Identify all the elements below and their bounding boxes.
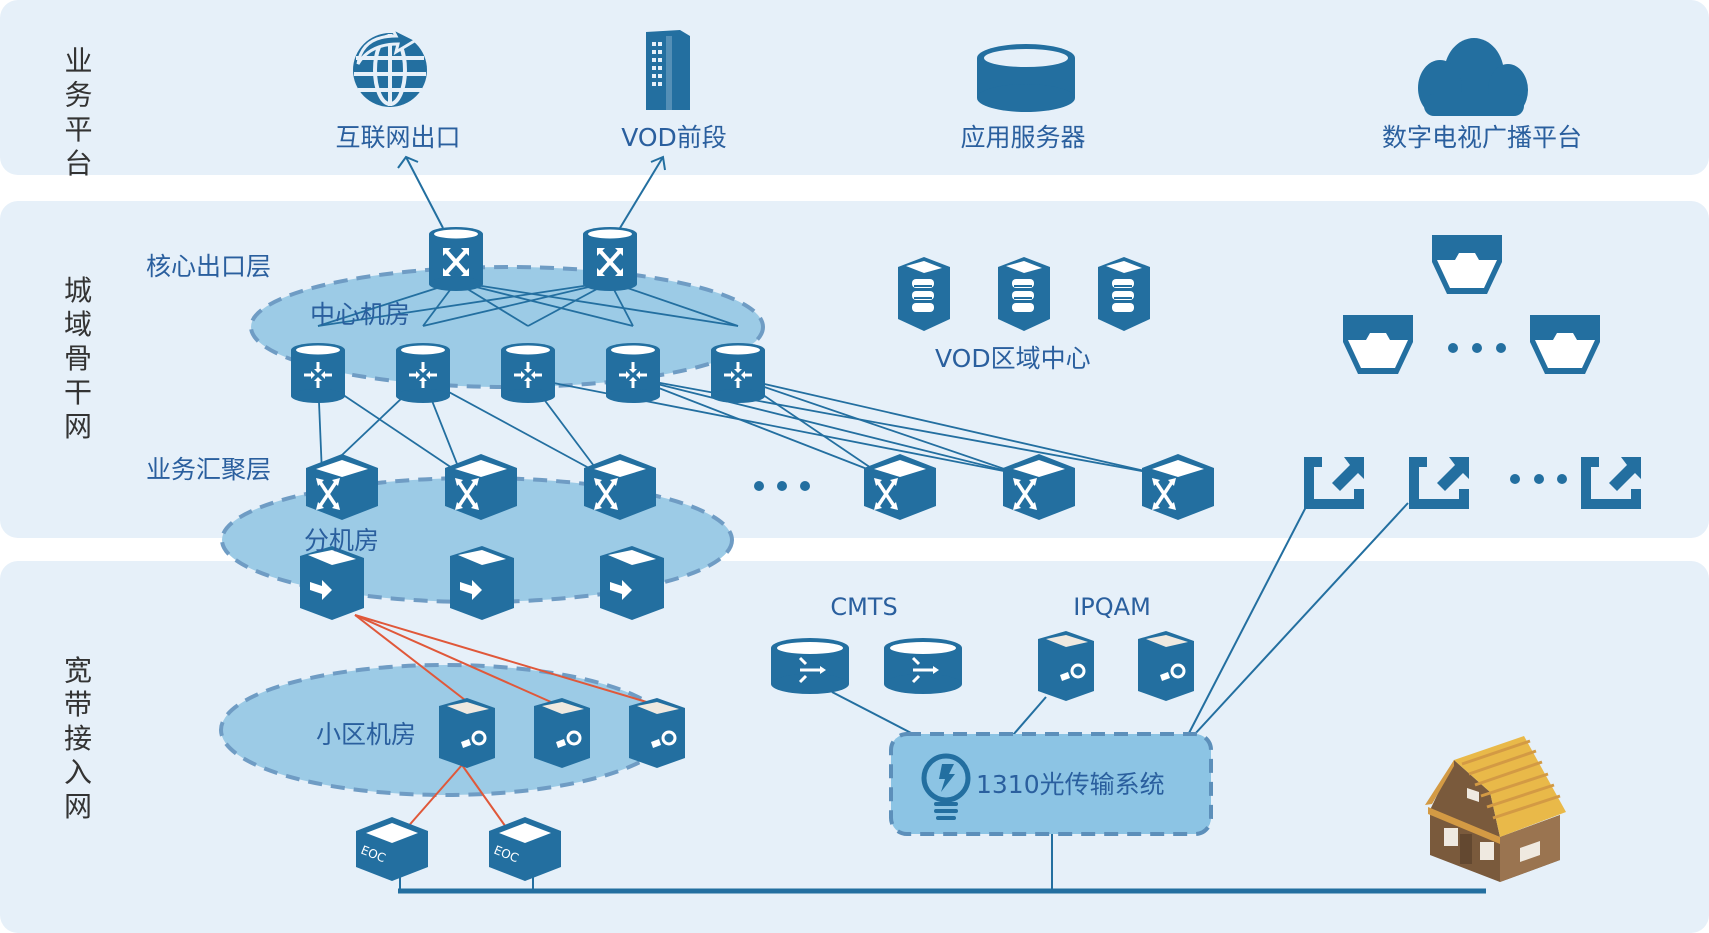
core-router-icon — [427, 225, 485, 293]
layer-title-char: 接 — [64, 722, 92, 755]
house-icon — [1425, 736, 1566, 882]
access-links — [399, 502, 1409, 890]
cloud-icon — [1418, 38, 1528, 116]
ipqam-icon — [1136, 629, 1196, 703]
export-ellipsis — [1510, 474, 1567, 484]
branch-router-icon — [450, 546, 514, 620]
aggregation-switch-icon — [862, 452, 938, 522]
core-router-icon — [581, 225, 639, 293]
vod-server-icon — [898, 257, 950, 331]
layer-title-char: 台 — [61, 148, 94, 176]
ipqam-icon — [1036, 629, 1096, 703]
layer-title-char: 干 — [64, 376, 92, 409]
ipqam-label: IPQAM — [1073, 593, 1151, 621]
layer-title-char: 网 — [64, 790, 92, 823]
aggregation-switch-icon — [1140, 452, 1216, 522]
optical-system-label: 1310光传输系统 — [976, 770, 1165, 799]
layer-title-char: 入 — [64, 756, 92, 789]
link-line — [632, 377, 1020, 475]
layer-title-char: 网 — [64, 410, 92, 443]
layer-title-char: 域 — [64, 308, 92, 341]
branch-router-icon — [300, 546, 364, 620]
vod-region-label: VOD区域中心 — [935, 344, 1091, 373]
link-line — [317, 281, 611, 327]
globe-icon — [353, 24, 427, 107]
service-label-vod-frontend: VOD前段 — [621, 123, 727, 152]
aggregation-layer-label: 业务汇聚层 — [146, 455, 271, 484]
link-line — [455, 281, 739, 327]
distribution-router-icon — [394, 341, 452, 405]
layer-title-char: 平 — [61, 114, 94, 142]
broadcast-ellipsis — [1448, 343, 1506, 353]
aggregation-switch-icon — [582, 452, 658, 522]
database-icon — [977, 44, 1075, 112]
community-node-icon — [532, 696, 592, 770]
cmts-icon — [769, 636, 851, 696]
distribution-router-icon — [289, 341, 347, 405]
service-label-dtv-broadcast: 数字电视广播平台 — [1382, 123, 1582, 152]
layer-title-char: 务 — [61, 80, 94, 108]
distribution-router-icon — [604, 341, 662, 405]
aggregation-ellipsis — [754, 481, 810, 491]
community-node-icon — [627, 696, 687, 770]
cmts-label: CMTS — [830, 593, 897, 621]
eoc-device: EOC — [356, 817, 428, 881]
vod-server-icon — [1098, 257, 1150, 331]
uplink-arrows — [397, 155, 666, 229]
layer-title-char: 城 — [64, 274, 92, 307]
service-label-internet-exit: 互联网出口 — [335, 123, 460, 152]
link-line — [609, 281, 739, 327]
aggregation-switch-icon — [443, 452, 519, 522]
service-label-app-server: 应用服务器 — [960, 123, 1085, 152]
red-access-links — [354, 614, 651, 831]
core-links — [317, 281, 739, 327]
vod-server-icon — [998, 257, 1050, 331]
distribution-router-icon — [499, 341, 557, 405]
building-icon — [646, 30, 690, 110]
cmts-icon — [882, 636, 964, 696]
link-line — [317, 281, 457, 327]
layer-title-char: 骨 — [64, 342, 92, 375]
link-line — [632, 377, 881, 475]
aggregation-switch-icon — [1001, 452, 1077, 522]
aggregation-switch-icon — [304, 452, 380, 522]
optical-system-box — [889, 732, 1213, 836]
core-layer-label: 核心出口层 — [146, 252, 271, 281]
community-node-icon — [437, 696, 497, 770]
link-line — [737, 377, 1020, 475]
distribution-router-icon — [709, 341, 767, 405]
center-room-label: 中心机房 — [310, 300, 410, 329]
community-room-label: 小区机房 — [316, 720, 416, 749]
link-line — [422, 377, 601, 475]
lightbulb-icon — [921, 753, 971, 820]
layer-title-service-platform: 业 务 平 台 — [61, 46, 94, 176]
panel-service-platform — [0, 0, 1709, 175]
link-line — [455, 281, 634, 327]
branch-room-label: 分机房 — [304, 526, 379, 555]
layer-title-char: 宽 — [64, 654, 92, 687]
eoc-device: EOC — [489, 817, 561, 881]
layer-title-char: 带 — [64, 688, 92, 721]
branch-router-icon — [600, 546, 664, 620]
link-line — [737, 377, 1159, 475]
layer-title-char: 业 — [61, 46, 94, 74]
link-line — [422, 281, 611, 327]
